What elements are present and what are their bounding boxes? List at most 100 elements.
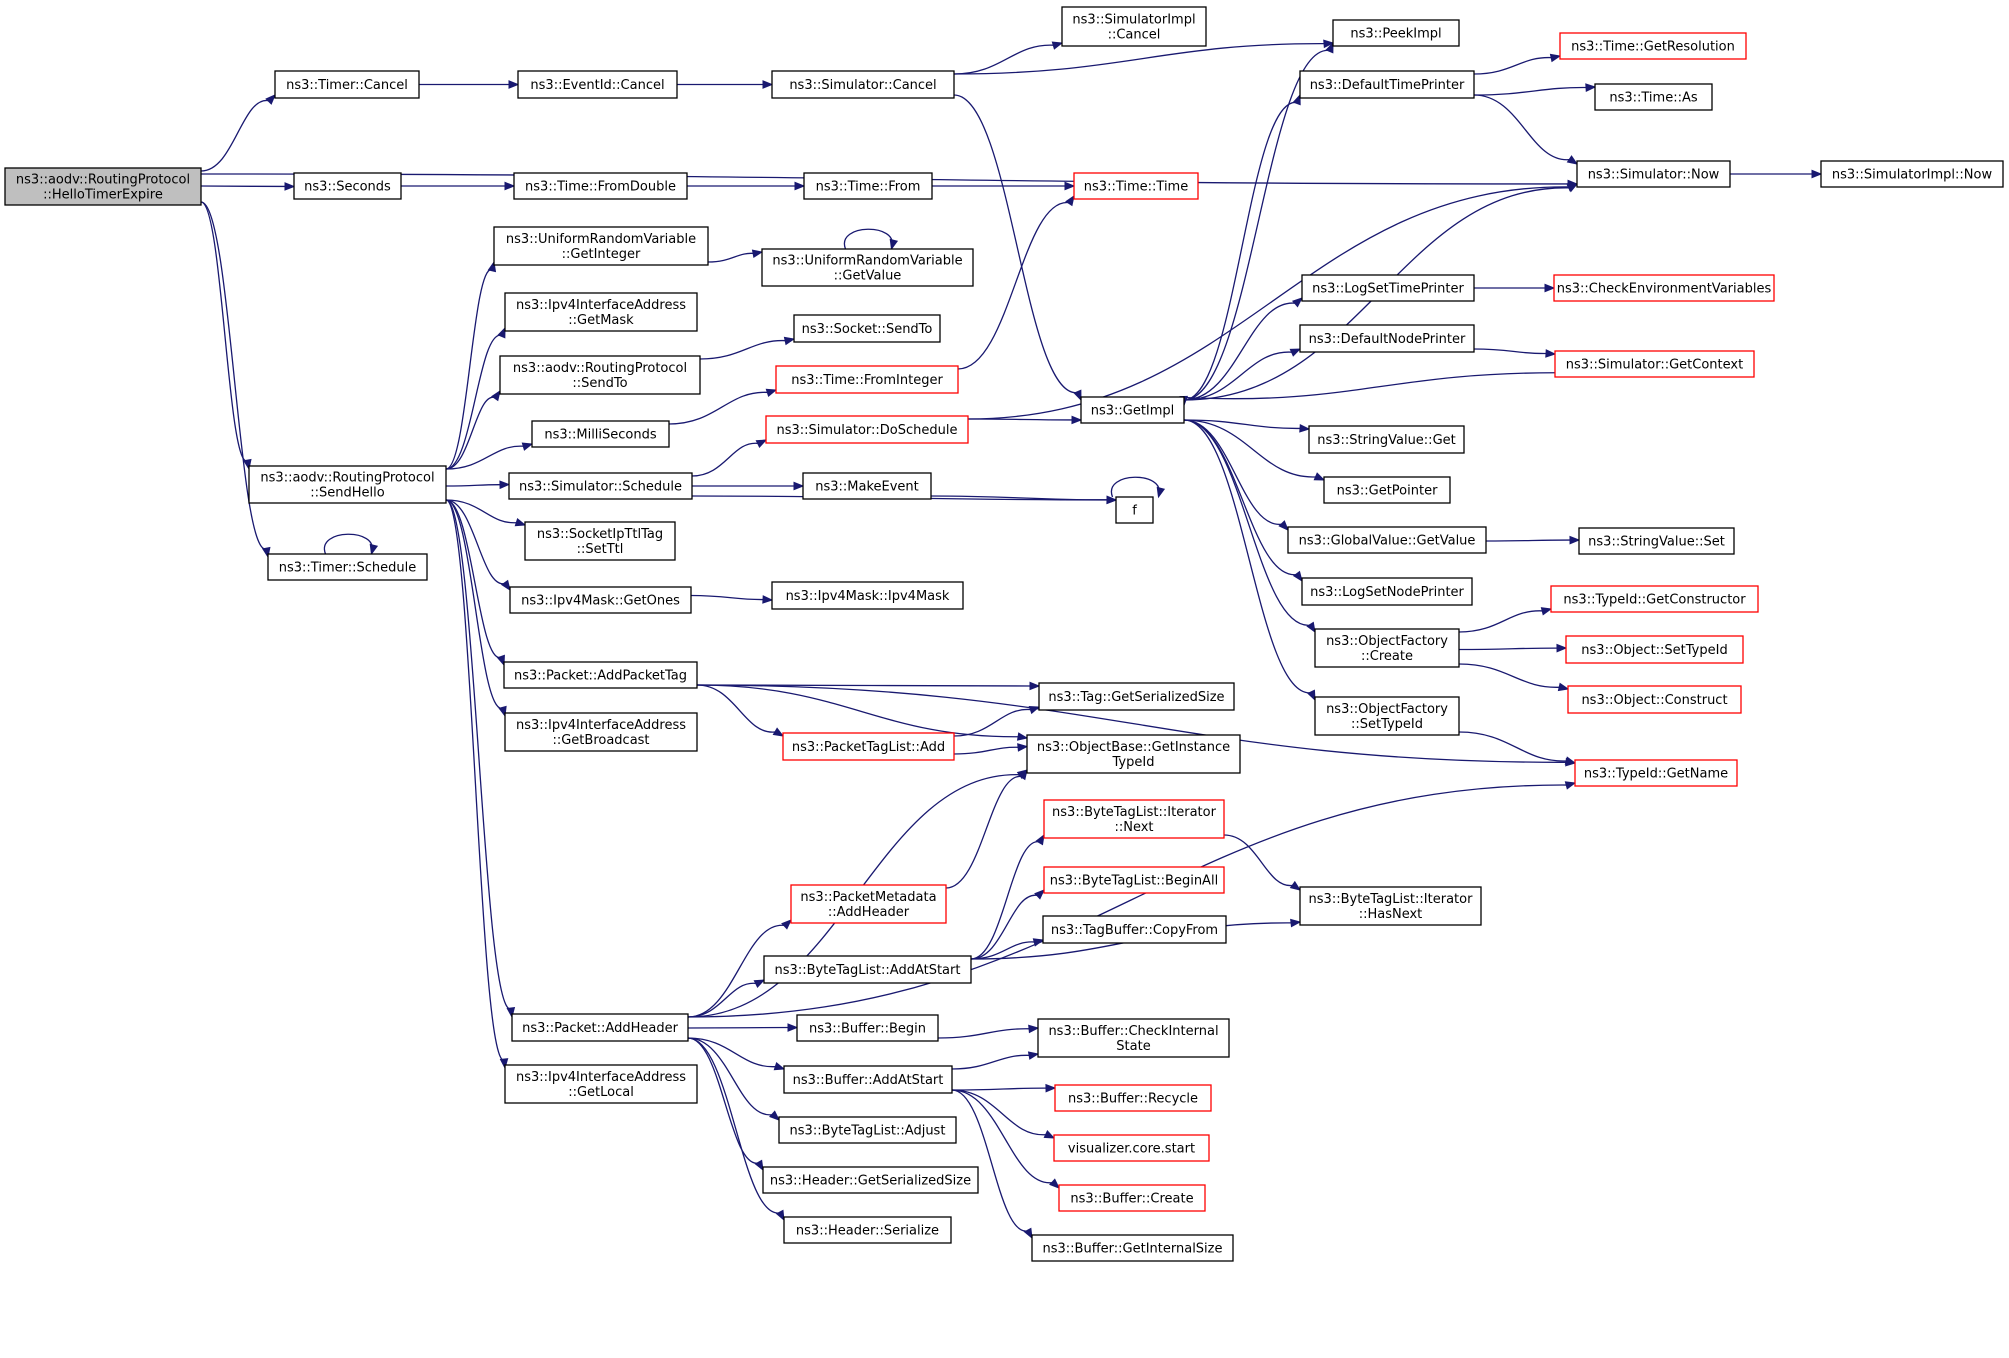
edge-sendhello-to-addptag: [445, 499, 505, 667]
node-urvgv[interactable]: ns3::UniformRandomVariable::GetValue: [761, 248, 974, 287]
node-tidgetctor[interactable]: ns3::TypeId::GetConstructor: [1550, 585, 1759, 613]
node-logsnp[interactable]: ns3::LogSetNodePrinter: [1301, 577, 1473, 606]
node-box: [499, 355, 701, 395]
node-millis[interactable]: ns3::MilliSeconds: [531, 420, 670, 448]
node-tbcopy[interactable]: ns3::TagBuffer::CopyFrom: [1042, 915, 1227, 944]
node-btlbeginall[interactable]: ns3::ByteTagList::BeginAll: [1043, 866, 1225, 894]
node-box: [504, 712, 698, 752]
edge-line: [696, 684, 1568, 763]
node-hdrgss[interactable]: ns3::Header::GetSerializedSize: [762, 1166, 979, 1194]
edge-simcancel-to-getimpl: [953, 94, 1082, 402]
node-label: ns3::aodv::RoutingProtocol: [16, 173, 190, 188]
node-socksendto[interactable]: ns3::Socket::SendTo: [793, 314, 941, 343]
node-timefrom[interactable]: ns3::Time::From: [803, 172, 933, 200]
node-objsettid[interactable]: ns3::Object::SetTypeId: [1565, 635, 1744, 664]
node-label: ns3::aodv::RoutingProtocol: [513, 361, 687, 376]
node-simgetctx[interactable]: ns3::Simulator::GetContext: [1554, 350, 1755, 378]
node-setttl[interactable]: ns3::SocketIpTtlTag::SetTtl: [524, 521, 676, 561]
node-getbcast[interactable]: ns3::Ipv4InterfaceAddress::GetBroadcast: [504, 712, 698, 752]
node-getlocal[interactable]: ns3::Ipv4InterfaceAddress::GetLocal: [504, 1064, 698, 1104]
arrowhead: [1018, 768, 1028, 781]
node-hdrser[interactable]: ns3::Header::Serialize: [783, 1216, 952, 1244]
edge-addheader-to-tidgetname: [687, 781, 1577, 1018]
node-bufbegin[interactable]: ns3::Buffer::Begin: [796, 1014, 939, 1042]
node-box: [1115, 496, 1154, 524]
node-simimplcancel[interactable]: ns3::SimulatorImpl::Cancel: [1061, 6, 1207, 47]
node-evcancel[interactable]: ns3::EventId::Cancel: [517, 70, 678, 99]
node-bufgis[interactable]: ns3::Buffer::GetInternalSize: [1031, 1234, 1234, 1262]
node-getres[interactable]: ns3::Time::GetResolution: [1559, 32, 1747, 60]
node-defnp[interactable]: ns3::DefaultNodePrinter: [1299, 324, 1475, 353]
node-btlnext[interactable]: ns3::ByteTagList::Iterator::Next: [1043, 799, 1225, 839]
node-bufaddstart[interactable]: ns3::Buffer::AddAtStart: [783, 1065, 953, 1094]
node-ipv4maskc[interactable]: ns3::Ipv4Mask::Ipv4Mask: [771, 581, 964, 610]
node-timeas[interactable]: ns3::Time::As: [1594, 83, 1713, 111]
node-simsched[interactable]: ns3::Simulator::Schedule: [508, 472, 693, 500]
edge-dosched-to-getimpl: [967, 415, 1083, 425]
node-bufrecycle[interactable]: ns3::Buffer::Recycle: [1054, 1084, 1212, 1112]
node-taggss[interactable]: ns3::Tag::GetSerializedSize: [1038, 682, 1235, 711]
node-strget[interactable]: ns3::StringValue::Get: [1308, 425, 1465, 454]
edge-line: [1458, 610, 1544, 633]
node-getimpl[interactable]: ns3::GetImpl: [1080, 396, 1185, 424]
edge-hello-to-tcancel: [200, 94, 276, 172]
node-addptag[interactable]: ns3::Packet::AddPacketTag: [503, 661, 698, 689]
edge-addheader-to-btladjust: [687, 1037, 781, 1121]
node-makeevent[interactable]: ns3::MakeEvent: [802, 472, 932, 500]
node-gvgv[interactable]: ns3::GlobalValue::GetValue: [1287, 526, 1487, 554]
node-simcancel[interactable]: ns3::Simulator::Cancel: [771, 70, 955, 99]
arrowhead: [1566, 155, 1579, 165]
node-sendhello[interactable]: ns3::aodv::RoutingProtocol::SendHello: [248, 465, 447, 504]
node-logstp[interactable]: ns3::LogSetTimePrinter: [1301, 274, 1475, 302]
node-fromint[interactable]: ns3::Time::FromInteger: [775, 365, 959, 394]
node-urvgi[interactable]: ns3::UniformRandomVariable::GetInteger: [493, 226, 709, 266]
node-deftp[interactable]: ns3::DefaultTimePrinter: [1299, 70, 1475, 99]
node-label: TypeId: [1112, 755, 1155, 770]
node-bufcreate[interactable]: ns3::Buffer::Create: [1058, 1184, 1206, 1212]
node-label: ns3::Socket::SendTo: [802, 322, 933, 337]
node-ofsettid[interactable]: ns3::ObjectFactory::SetTypeId: [1314, 696, 1460, 736]
node-btladdstart[interactable]: ns3::ByteTagList::AddAtStart: [763, 955, 972, 984]
node-tcancel[interactable]: ns3::Timer::Cancel: [274, 70, 420, 99]
node-hello[interactable]: ns3::aodv::RoutingProtocol::HelloTimerEx…: [4, 167, 202, 206]
node-vizstart[interactable]: visualizer.core.start: [1053, 1134, 1210, 1162]
node-f[interactable]: f: [1115, 496, 1154, 524]
node-objconstruct[interactable]: ns3::Object::Construct: [1567, 685, 1742, 714]
node-label: ::HelloTimerExpire: [43, 188, 163, 203]
node-peekimpl[interactable]: ns3::PeekImpl: [1332, 19, 1460, 47]
node-ipv4mask[interactable]: ns3::Ipv4InterfaceAddress::GetMask: [504, 292, 698, 332]
node-box: [783, 1216, 952, 1244]
node-getones[interactable]: ns3::Ipv4Mask::GetOnes: [509, 586, 692, 614]
node-label: ns3::EventId::Cancel: [530, 78, 664, 93]
node-simimplnow[interactable]: ns3::SimulatorImpl::Now: [1820, 160, 2004, 188]
edge-bufaddstart-to-bufcreate: [951, 1089, 1060, 1189]
node-btladjust[interactable]: ns3::ByteTagList::Adjust: [778, 1116, 957, 1144]
node-ptladd[interactable]: ns3::PacketTagList::Add: [782, 732, 955, 761]
node-fromdouble[interactable]: ns3::Time::FromDouble: [513, 172, 688, 200]
edge-btlnext-to-btlhasnext: [1223, 834, 1302, 891]
node-pmaddh[interactable]: ns3::PacketMetadata::AddHeader: [790, 884, 947, 924]
node-strset[interactable]: ns3::StringValue::Set: [1578, 527, 1735, 555]
node-ofcreate[interactable]: ns3::ObjectFactory::Create: [1314, 628, 1460, 668]
node-aodvsendto[interactable]: ns3::aodv::RoutingProtocol::SendTo: [499, 355, 701, 395]
node-label: ns3::GetPointer: [1337, 484, 1438, 499]
node-dosched[interactable]: ns3::Simulator::DoSchedule: [765, 415, 969, 444]
edge-line: [1473, 94, 1571, 161]
arrowhead: [1544, 283, 1556, 293]
node-label: ns3::UniformRandomVariable: [506, 232, 696, 247]
node-getptr[interactable]: ns3::GetPointer: [1323, 476, 1451, 504]
node-simnow[interactable]: ns3::Simulator::Now: [1576, 160, 1731, 188]
edge-ofsettid-to-tidgetname: [1458, 731, 1577, 765]
node-checkenv[interactable]: ns3::CheckEnvironmentVariables: [1553, 274, 1775, 302]
edge-getimpl-to-peekimpl: [1183, 41, 1334, 401]
node-tsched[interactable]: ns3::Timer::Schedule: [267, 553, 428, 581]
node-timetime[interactable]: ns3::Time::Time: [1073, 172, 1199, 200]
node-tidgetname[interactable]: ns3::TypeId::GetName: [1574, 759, 1738, 787]
node-btlhasnext[interactable]: ns3::ByteTagList::Iterator::HasNext: [1299, 886, 1482, 926]
node-seconds[interactable]: ns3::Seconds: [293, 172, 402, 200]
arrowhead: [769, 1110, 781, 1121]
node-label: ns3::DefaultTimePrinter: [1310, 78, 1465, 93]
node-addheader[interactable]: ns3::Packet::AddHeader: [511, 1013, 689, 1042]
